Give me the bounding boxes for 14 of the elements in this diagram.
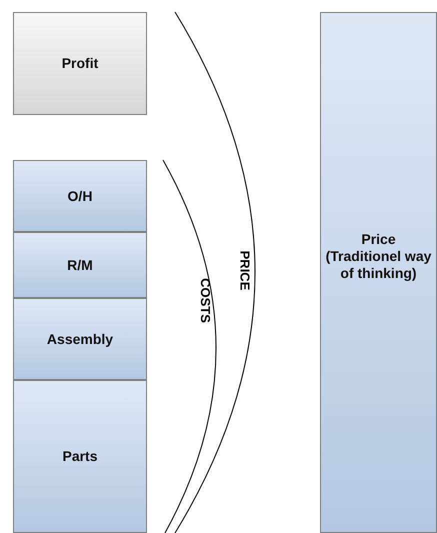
block-label: Price (Traditionel way of thinking): [324, 231, 432, 282]
cost-block: [13, 380, 147, 533]
block-label: O/H: [66, 188, 94, 204]
profit-box: [13, 12, 147, 115]
block-label: Profit: [60, 55, 100, 72]
price-column: [320, 12, 437, 533]
block-label: Assembly: [46, 330, 114, 348]
cost-block: [13, 232, 147, 298]
bracket-label: PRICE: [237, 250, 252, 290]
block-label: Parts: [61, 448, 99, 465]
bracket-label: COSTS: [197, 278, 212, 322]
cost-block: [13, 160, 147, 232]
cost-block: [13, 298, 147, 380]
block-label: R/M: [66, 256, 94, 274]
